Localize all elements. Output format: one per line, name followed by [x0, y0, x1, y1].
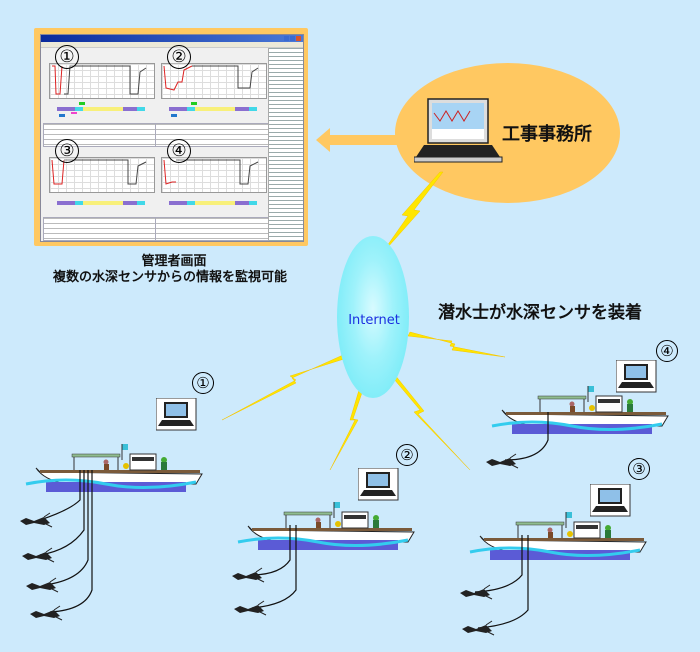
depth-chart [49, 157, 155, 193]
timeline-bars [161, 195, 265, 213]
internet-cloud [337, 236, 409, 398]
laptop-icon [414, 98, 503, 163]
admin-caption-desc: 複数の水深センサからの情報を監視可能 [52, 270, 287, 285]
diver-sensor-label: 潜水士が水深センサを装着 [438, 303, 642, 323]
data-table [155, 217, 269, 241]
lightning-bolt-office [379, 171, 444, 257]
panel-number: ① [55, 45, 79, 69]
close-icon [296, 36, 301, 41]
lightning-bolt-boat4 [407, 331, 506, 358]
internet-label: Internet [348, 313, 400, 328]
admin-caption-title: 管理者画面 [141, 254, 207, 269]
monitor-panel-4: ④ [155, 139, 269, 241]
maximize-icon [290, 36, 295, 41]
boat-number: ① [192, 372, 214, 394]
timeline-bars [49, 195, 153, 213]
monitor-panel-1: ① [43, 45, 157, 147]
panel-number: ④ [167, 139, 191, 163]
depth-chart [161, 157, 267, 193]
lightning-bolt-boat1 [221, 354, 345, 421]
panel-number: ② [167, 45, 191, 69]
timeline-bars [49, 101, 153, 119]
window-titlebar [41, 35, 303, 42]
data-table [43, 217, 157, 241]
admin-screen-window: ① ② ③ ④ [40, 34, 304, 242]
data-table [43, 123, 157, 147]
arrow-left-icon [316, 128, 406, 152]
timeline-bars [161, 101, 265, 119]
office-label: 工事事務所 [502, 124, 592, 145]
data-table [155, 123, 269, 147]
depth-chart [161, 63, 267, 99]
diver-list [268, 48, 303, 241]
depth-chart [49, 63, 155, 99]
monitor-panel-2: ② [155, 45, 269, 147]
boat-number: ② [396, 444, 418, 466]
panel-number: ③ [55, 139, 79, 163]
monitor-panel-3: ③ [43, 139, 157, 241]
minimize-icon [284, 36, 289, 41]
boat-number: ③ [628, 458, 650, 480]
boat-number: ④ [656, 340, 678, 362]
